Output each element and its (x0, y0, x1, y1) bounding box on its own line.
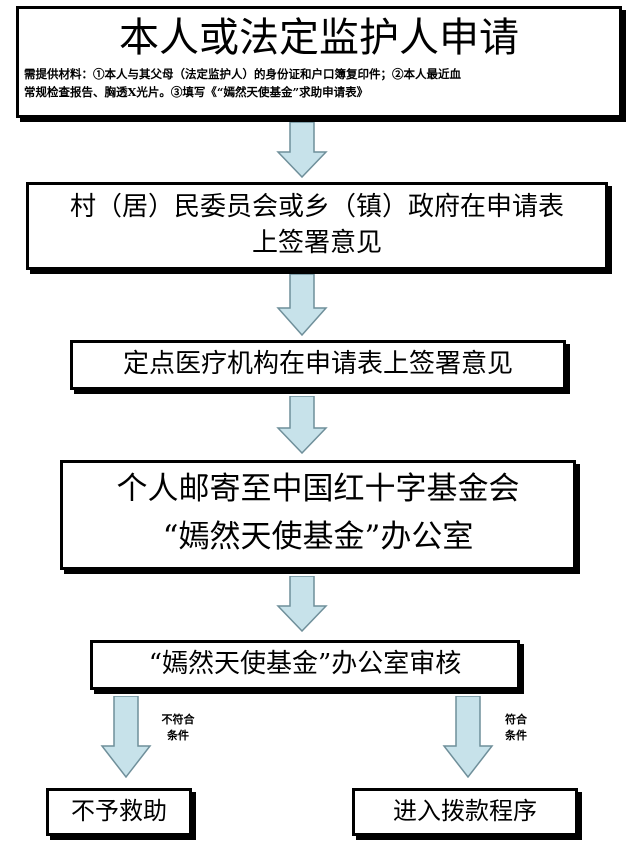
step-review-box (90, 640, 520, 690)
outcome-reject-label: 不予救助 (71, 797, 167, 825)
step-apply-title: 本人或法定监护人申请 (119, 15, 519, 61)
step-apply-materials-line1: 需提供材料：①本人与其父母（法定监护人）的身份证和户口簿复印件；②本人最近血 (24, 67, 461, 81)
flow-arrow-3 (276, 396, 328, 454)
outcome-approve-label: 进入拨款程序 (393, 797, 537, 825)
flow-arrow-1 (276, 122, 328, 178)
outcome-reject-box (46, 788, 192, 836)
step-hospital-box (70, 340, 566, 390)
flow-arrow-reject (100, 696, 152, 778)
step-hospital-line1: 定点医疗机构在申请表上签署意见 (122, 349, 513, 379)
step-apply-box (16, 6, 622, 118)
reject-condition-line1: 不符合 (161, 713, 195, 726)
reject-condition-line2: 条件 (167, 729, 189, 742)
step-village-line2: 上签署意见 (251, 228, 382, 258)
flow-arrow-4 (276, 576, 328, 632)
step-mail-line1: 个人邮寄至中国红十字基金会 (116, 471, 520, 507)
flow-arrow-approve (442, 696, 494, 778)
approve-condition-line1: 符合 (505, 713, 527, 726)
step-village-line1: 村（居）民委员会或乡（镇）政府在申请表 (69, 192, 564, 222)
step-apply-materials-line2: 常规检查报告、胸透X光片。③填写《“嫣然天使基金”求助申请表》 (24, 85, 369, 99)
step-mail-box (60, 460, 576, 570)
flow-arrow-2 (276, 274, 328, 336)
step-mail-line2: “嫣然天使基金”办公室 (162, 519, 474, 555)
step-review-line1: “嫣然天使基金”办公室审核 (148, 649, 462, 679)
step-village-box (26, 182, 608, 270)
outcome-approve-box (352, 788, 578, 836)
approve-condition-line2: 条件 (505, 729, 527, 742)
